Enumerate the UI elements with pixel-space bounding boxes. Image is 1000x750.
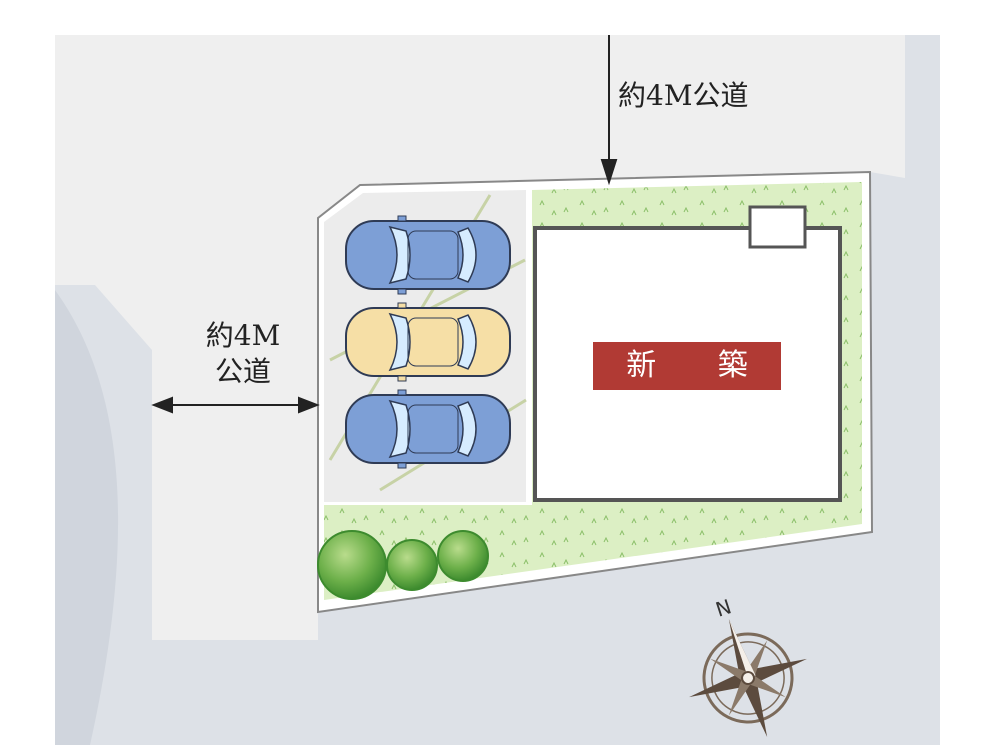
cars	[345, 215, 511, 469]
road-top	[55, 35, 905, 640]
car-yellow	[345, 302, 511, 382]
road-left-label-line2: 公道	[214, 355, 271, 388]
arrow-road-left-width	[151, 396, 320, 414]
building-entrance	[748, 205, 807, 249]
car-blue	[345, 389, 511, 469]
road-top-label: 約4M公道	[618, 79, 749, 112]
arrow-road-top-width	[600, 35, 618, 186]
compass-rose-icon	[689, 619, 807, 737]
background-shading	[55, 290, 119, 745]
road-left-label: 約4M 公道	[188, 318, 298, 390]
road-left-label-line1: 約4M	[205, 319, 281, 352]
car-blue	[345, 215, 511, 295]
tree	[437, 530, 489, 582]
tree	[386, 539, 438, 591]
new-build-label: 新 築	[593, 342, 781, 390]
tree	[317, 530, 387, 600]
